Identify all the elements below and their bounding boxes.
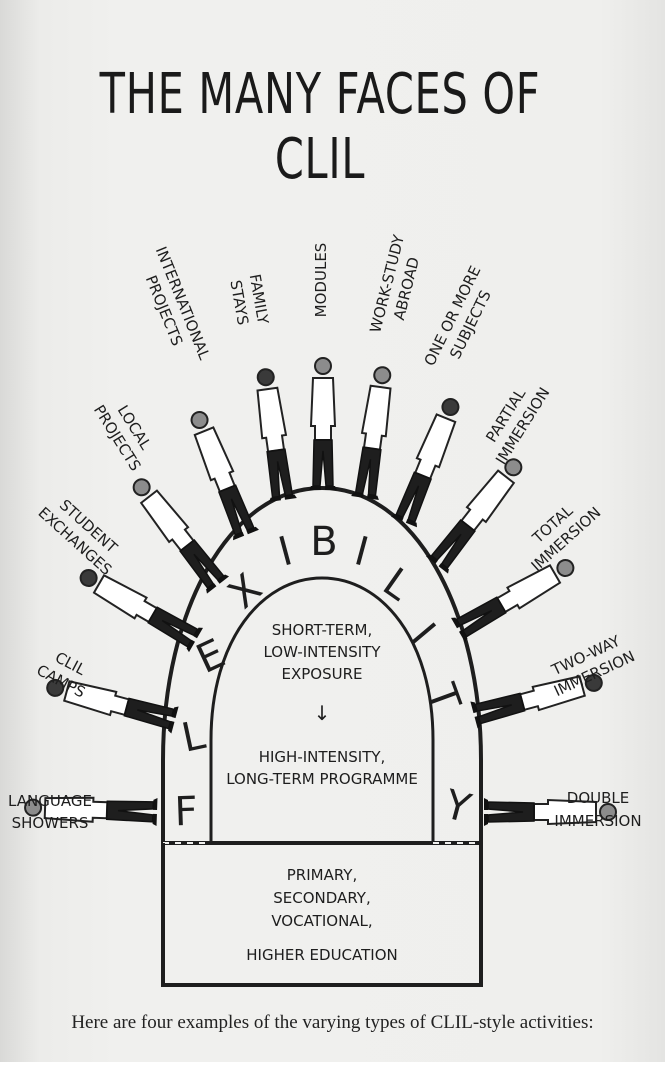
person-figure <box>182 406 260 542</box>
arch-letter: B <box>310 519 337 565</box>
label-local-projects: LOCAL PROJECTS <box>90 402 155 475</box>
inner-bottom-line-1: HIGH-INTENSITY, <box>259 748 386 766</box>
arch-letter: L <box>178 712 210 762</box>
arch-letter: Y <box>439 781 476 832</box>
base-line-4: HIGHER EDUCATION <box>246 946 397 964</box>
inner-arrow: ↓ <box>314 701 331 725</box>
svg-text:DOUBLE: DOUBLE <box>567 789 629 807</box>
label-double-immersion: DOUBLE IMMERSION <box>554 789 641 830</box>
base-box <box>161 843 483 987</box>
inner-arch <box>209 576 435 843</box>
label-partial-immersion: PARTIAL IMMERSION <box>482 384 553 467</box>
person-figure <box>350 364 399 501</box>
person-figure <box>450 550 581 644</box>
inner-top-line-1: SHORT-TERM, <box>272 621 373 639</box>
person-figure <box>390 393 468 529</box>
arch-letter: X <box>220 565 271 618</box>
arch-letter: F <box>174 789 199 836</box>
svg-text:IMMERSION: IMMERSION <box>554 812 641 830</box>
person-figure <box>73 560 204 654</box>
label-international-projects: INTERNATIONAL PROJECTS <box>142 244 214 363</box>
label-language-showers: LANGUAGE SHOWERS <box>8 792 92 832</box>
arch-letter: I <box>274 528 297 575</box>
page-bottom-edge <box>0 1062 665 1078</box>
person-figure <box>424 451 531 575</box>
base-line-3: VOCATIONAL, <box>271 912 372 930</box>
arch-letter: T <box>417 677 469 717</box>
page-title: THE MANY FACES OF CLIL <box>99 62 541 192</box>
inner-bottom-line-2: LONG-TERM PROGRAMME <box>226 770 418 788</box>
svg-text:LANGUAGE: LANGUAGE <box>8 792 92 810</box>
svg-text:MODULES: MODULES <box>312 243 330 318</box>
page-caption: Here are four examples of the varying ty… <box>71 1012 594 1033</box>
base-line-1: PRIMARY, <box>287 866 358 884</box>
label-family-stays: FAMILY STAYS <box>226 273 272 327</box>
person-figure <box>308 357 338 491</box>
base-line-2: SECONDARY, <box>273 889 370 907</box>
svg-text:SHOWERS: SHOWERS <box>12 814 89 832</box>
inner-top-line-2: LOW-INTENSITY <box>263 643 381 661</box>
label-one-or-more-subjects: ONE OR MORE SUBJECTS <box>421 263 495 369</box>
person-figure <box>249 366 298 503</box>
inner-panel-text: SHORT-TERM, LOW-INTENSITY EXPOSURE ↓ HIG… <box>226 621 418 788</box>
label-student-exchanges: STUDENT EXCHANGES <box>35 496 122 579</box>
arch-letter: I <box>350 528 373 575</box>
label-work-study-abroad: WORK-STUDY ABROAD <box>366 232 423 334</box>
base-text: PRIMARY, SECONDARY, VOCATIONAL, HIGHER E… <box>246 866 397 964</box>
inner-top-line-3: EXPOSURE <box>281 665 362 683</box>
person-figure <box>124 471 231 595</box>
label-modules: MODULES <box>312 243 330 318</box>
